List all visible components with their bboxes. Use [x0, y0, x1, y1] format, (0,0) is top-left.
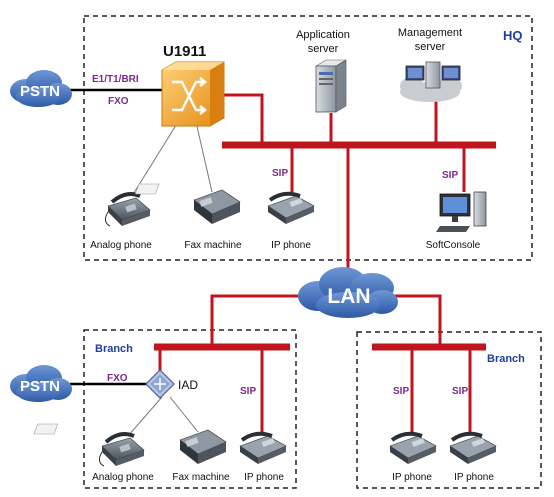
branch-left-label: Branch — [95, 343, 133, 355]
u1911-to-bus — [222, 93, 264, 145]
br2-ip-phone-2-label: IP phone — [454, 472, 494, 483]
softconsole-computer-icon — [436, 191, 487, 232]
u1911-device-icon — [161, 61, 225, 127]
app-server-label-2: server — [308, 43, 339, 55]
trunk-label-1: E1/T1/BRI — [92, 74, 139, 85]
hq-label: HQ — [503, 28, 523, 43]
hq-ip-phone-icon — [267, 191, 315, 224]
hq-ip-phone-label: IP phone — [271, 240, 311, 251]
hq-fax-machine-icon — [134, 183, 241, 224]
sip-label-softconsole: SIP — [442, 170, 458, 181]
mgmt-server-icon — [400, 61, 462, 102]
br2-ip-phone-1-label: IP phone — [392, 472, 432, 483]
iad-label: IAD — [178, 378, 198, 392]
hq-zone — [83, 15, 533, 261]
br-ip-phone-icon — [239, 431, 287, 464]
branch-left-zone — [83, 329, 297, 489]
hq-analog-phone-label: Analog phone — [90, 240, 152, 251]
app-server-icon — [314, 59, 348, 113]
iad-device-icon — [145, 369, 175, 399]
br-fax-machine-label: Fax machine — [172, 472, 230, 483]
analog-wires — [127, 121, 213, 437]
hq-analog-phone-icon — [104, 192, 151, 227]
pstn-bottom-label: PSTN — [20, 378, 60, 395]
lan-label: LAN — [327, 285, 370, 308]
sip-label-hq-ip: SIP — [272, 168, 288, 179]
lan-cloud: LAN — [298, 267, 398, 318]
sip-label-br2-ip2: SIP — [452, 386, 468, 397]
br-analog-phone-label: Analog phone — [92, 472, 154, 483]
trunk-label-2: FXO — [108, 96, 129, 107]
pstn-cloud-top: PSTN — [10, 70, 72, 107]
mgmt-server-label-1: Management — [398, 27, 462, 39]
network-links — [154, 93, 496, 432]
br-fax-machine-icon — [33, 423, 227, 464]
br2-ip-phone-1-icon — [389, 431, 437, 464]
pstn-top-label: PSTN — [20, 83, 60, 100]
lan-to-branch-left — [210, 294, 305, 346]
br-analog-phone-icon — [98, 432, 145, 467]
br-ip-phone-label: IP phone — [244, 472, 284, 483]
sip-label-br2-ip1: SIP — [393, 386, 409, 397]
softconsole-label: SoftConsole — [426, 240, 481, 251]
branch-fxo-label: FXO — [107, 373, 128, 384]
br2-ip-phone-2-icon — [449, 431, 497, 464]
branch-right-label: Branch — [487, 353, 525, 365]
hq-fax-machine-label: Fax machine — [184, 240, 242, 251]
mgmt-server-label-2: server — [415, 41, 446, 53]
app-server-label-1: Application — [296, 29, 350, 41]
lan-to-branch-right — [393, 294, 442, 346]
branch-right-zone — [356, 331, 542, 489]
sip-label-br-ip: SIP — [240, 386, 256, 397]
u1911-title: U1911 — [163, 43, 206, 60]
pstn-cloud-bottom: PSTN — [10, 365, 72, 402]
